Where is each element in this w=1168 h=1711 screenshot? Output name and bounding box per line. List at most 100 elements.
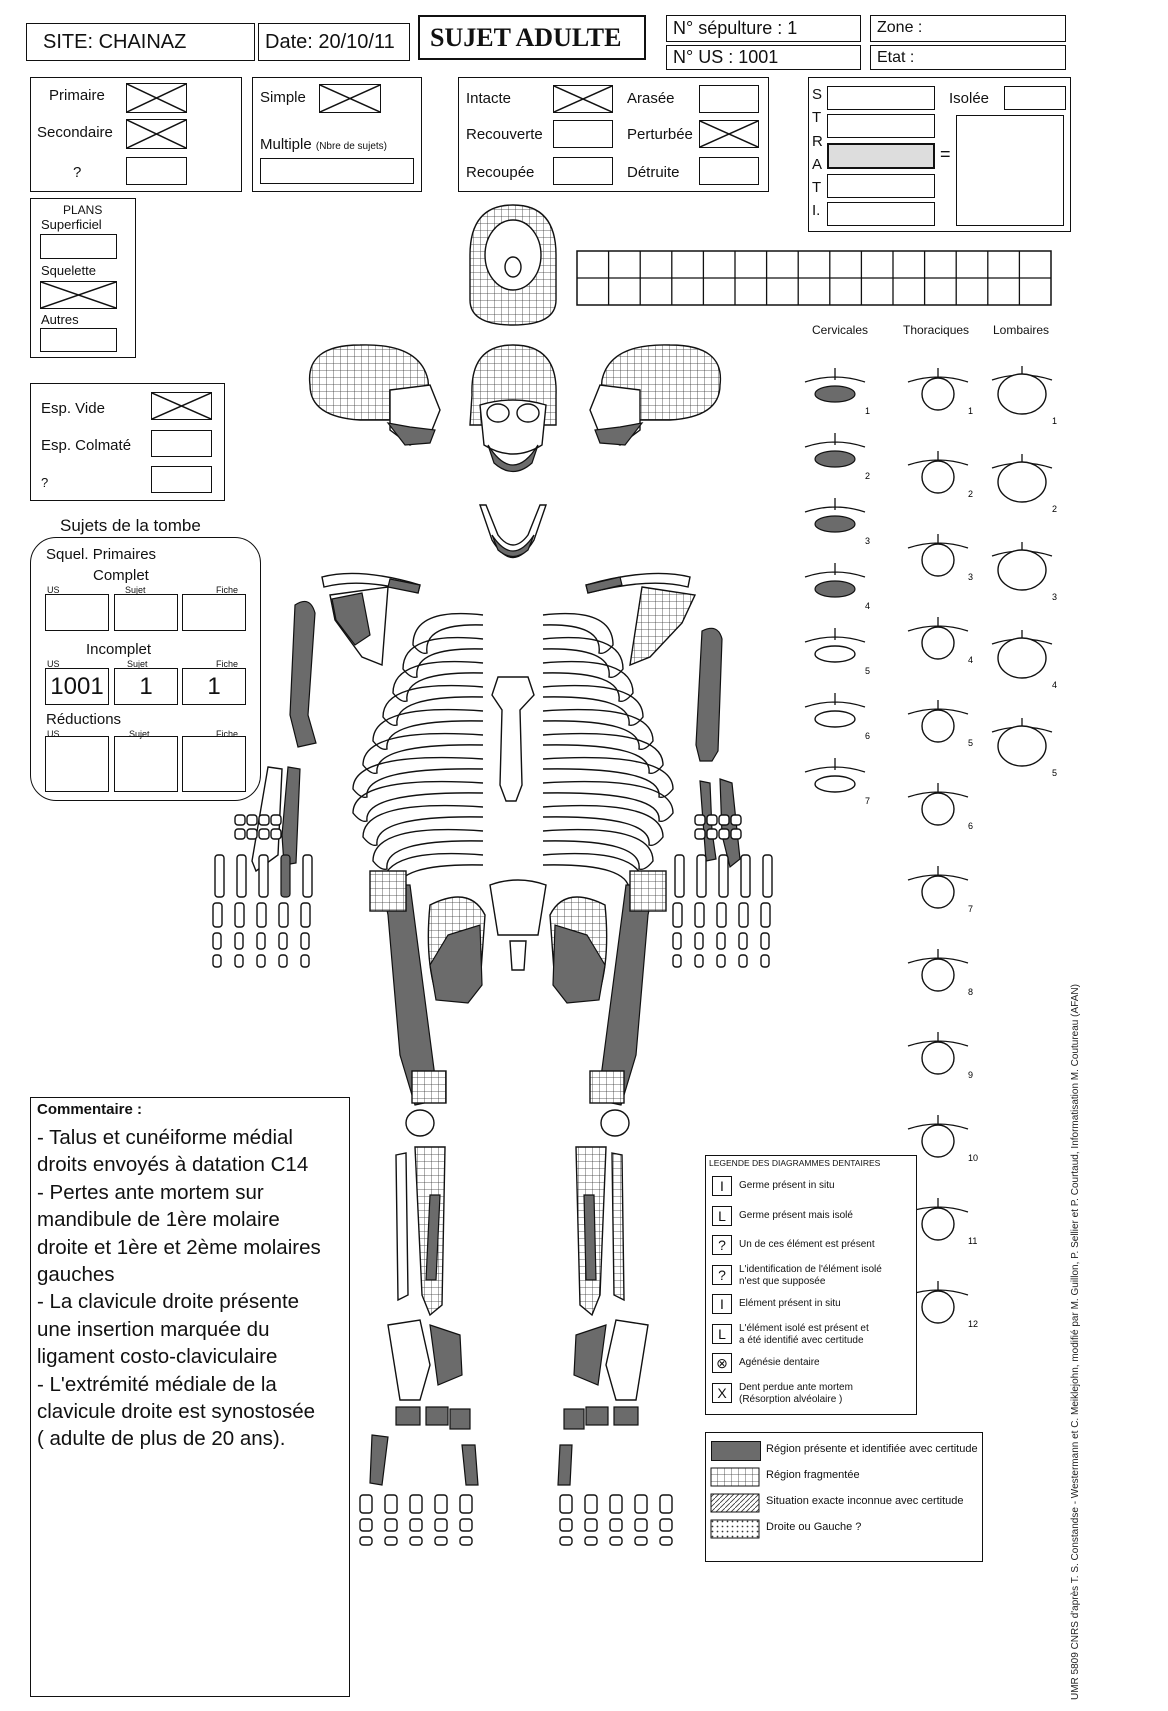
sepulture-field[interactable]: N° sépulture : 1 — [666, 15, 861, 42]
dental-legend-symbol: ? — [712, 1265, 732, 1285]
toe-bone — [660, 1519, 672, 1531]
us-label: N° US : 1001 — [673, 47, 778, 68]
esp-colmate-checkbox[interactable] — [151, 430, 212, 457]
detruite-checkbox[interactable] — [699, 157, 759, 185]
region-legend-box: Région présente et identifiée avec certi… — [705, 1432, 983, 1562]
hand-bone — [301, 933, 309, 949]
hand-bone — [257, 933, 265, 949]
esp-unknown-label: ? — [41, 475, 48, 490]
simple-checkbox[interactable] — [319, 84, 381, 113]
hand-bone — [675, 855, 684, 897]
date-label: Date: 20/10/11 — [265, 31, 395, 54]
incomplet-fiche-cell[interactable]: 1 — [182, 668, 246, 705]
dental-legend-text: Germe présent in situ — [739, 1180, 835, 1192]
vertebra-t1: 1 — [908, 368, 973, 416]
superficiel-label: Superficiel — [41, 217, 102, 232]
hand-bone — [257, 955, 265, 967]
vertebra-c3: 3 — [805, 498, 870, 546]
incomplet-us-cell[interactable]: 1001 — [45, 668, 109, 705]
cervicales-label: Cervicales — [812, 323, 868, 337]
secondaire-checkbox[interactable] — [126, 119, 187, 149]
complet-fiche-cell[interactable] — [182, 594, 246, 631]
toe-bone — [410, 1537, 422, 1545]
foot-right — [370, 1320, 478, 1485]
strati-letter-t: T — [812, 109, 821, 126]
vertebra-number: 1 — [865, 406, 870, 416]
depot-unknown-checkbox[interactable] — [126, 157, 187, 185]
isolee-label: Isolée — [949, 90, 989, 107]
etat-field[interactable]: Etat : — [870, 45, 1066, 70]
us-field[interactable]: N° US : 1001 — [666, 45, 861, 70]
strati-field-2[interactable] — [827, 114, 935, 138]
lombaires-label: Lombaires — [993, 323, 1049, 337]
hand-bone — [301, 955, 309, 967]
toe-bone — [560, 1537, 572, 1545]
esp-unknown-checkbox[interactable] — [151, 466, 212, 493]
multiple-count-field[interactable] — [260, 158, 414, 184]
zone-field[interactable]: Zone : — [870, 15, 1066, 42]
complet-label: Complet — [93, 567, 149, 584]
fragmented-swatch — [710, 1467, 760, 1487]
skull-lateral-right — [310, 345, 440, 445]
reductions-us-cell[interactable] — [45, 736, 109, 792]
primaire-checkbox[interactable] — [126, 83, 187, 113]
toe-bone — [660, 1537, 672, 1545]
vertebra-c5: 5 — [805, 628, 870, 676]
isolee-checkbox[interactable] — [1004, 86, 1066, 110]
title-box: SUJET ADULTE — [418, 15, 646, 60]
hand-bone — [697, 855, 706, 897]
squelette-checkbox[interactable] — [40, 281, 117, 309]
arasee-checkbox[interactable] — [699, 85, 759, 113]
sternum — [492, 677, 534, 801]
strati-field-3[interactable] — [827, 143, 935, 169]
reductions-fiche-cell[interactable] — [182, 736, 246, 792]
hand-bone — [237, 855, 246, 897]
autres-label: Autres — [41, 312, 79, 327]
esp-vide-checkbox[interactable] — [151, 392, 212, 420]
type-box: Simple Multiple (Nbre de sujets) — [252, 77, 422, 192]
recoupee-checkbox[interactable] — [553, 157, 613, 185]
patella-right — [406, 1110, 434, 1136]
rib — [393, 662, 483, 702]
legend-side-unknown: Droite ou Gauche ? — [766, 1521, 861, 1533]
dental-legend-symbol: X — [712, 1383, 732, 1403]
toe-bone — [385, 1495, 397, 1513]
humerus-right — [290, 601, 316, 747]
perturbee-checkbox[interactable] — [699, 120, 759, 148]
rib — [543, 782, 673, 822]
dental-legend-symbol: I — [712, 1176, 732, 1196]
intacte-checkbox[interactable] — [553, 85, 613, 113]
superficiel-checkbox[interactable] — [40, 234, 117, 259]
dental-legend-symbol: L — [712, 1324, 732, 1344]
intacte-label: Intacte — [466, 90, 511, 107]
hand-bone — [719, 829, 729, 839]
dental-legend-title: LEGENDE DES DIAGRAMMES DENTAIRES — [709, 1158, 880, 1168]
legend-uncertain: Situation exacte inconnue avec certitude — [766, 1495, 964, 1507]
incomplet-sujet-cell[interactable]: 1 — [114, 668, 178, 705]
autres-checkbox[interactable] — [40, 328, 117, 352]
vertebra-number: 12 — [968, 1319, 978, 1329]
toe-bone — [435, 1495, 447, 1513]
humerus-left — [696, 628, 722, 761]
hand-bone — [719, 855, 728, 897]
vertebra-t2: 2 — [908, 451, 973, 499]
foot-left — [558, 1320, 648, 1485]
toe-bone — [360, 1495, 372, 1513]
plans-title: PLANS — [63, 203, 102, 217]
strati-field-1[interactable] — [827, 86, 935, 110]
legend-fragmented: Région fragmentée — [766, 1469, 860, 1481]
multiple-label: Multiple (Nbre de sujets) — [260, 136, 387, 153]
complet-us-cell[interactable] — [45, 594, 109, 631]
arasee-label: Arasée — [627, 90, 675, 107]
vertebra-number: 1 — [968, 406, 973, 416]
recouverte-checkbox[interactable] — [553, 120, 613, 148]
complet-sujet-cell[interactable] — [114, 594, 178, 631]
site-field[interactable]: SITE: CHAINAZ — [26, 23, 255, 61]
date-field[interactable]: Date: 20/10/11 — [258, 23, 410, 61]
hand-bone — [707, 815, 717, 825]
hand-bone — [673, 955, 681, 967]
reductions-sujet-cell[interactable] — [114, 736, 178, 792]
ulna-right — [282, 767, 300, 865]
vertebra-number: 8 — [968, 987, 973, 997]
toe-bone — [585, 1519, 597, 1531]
